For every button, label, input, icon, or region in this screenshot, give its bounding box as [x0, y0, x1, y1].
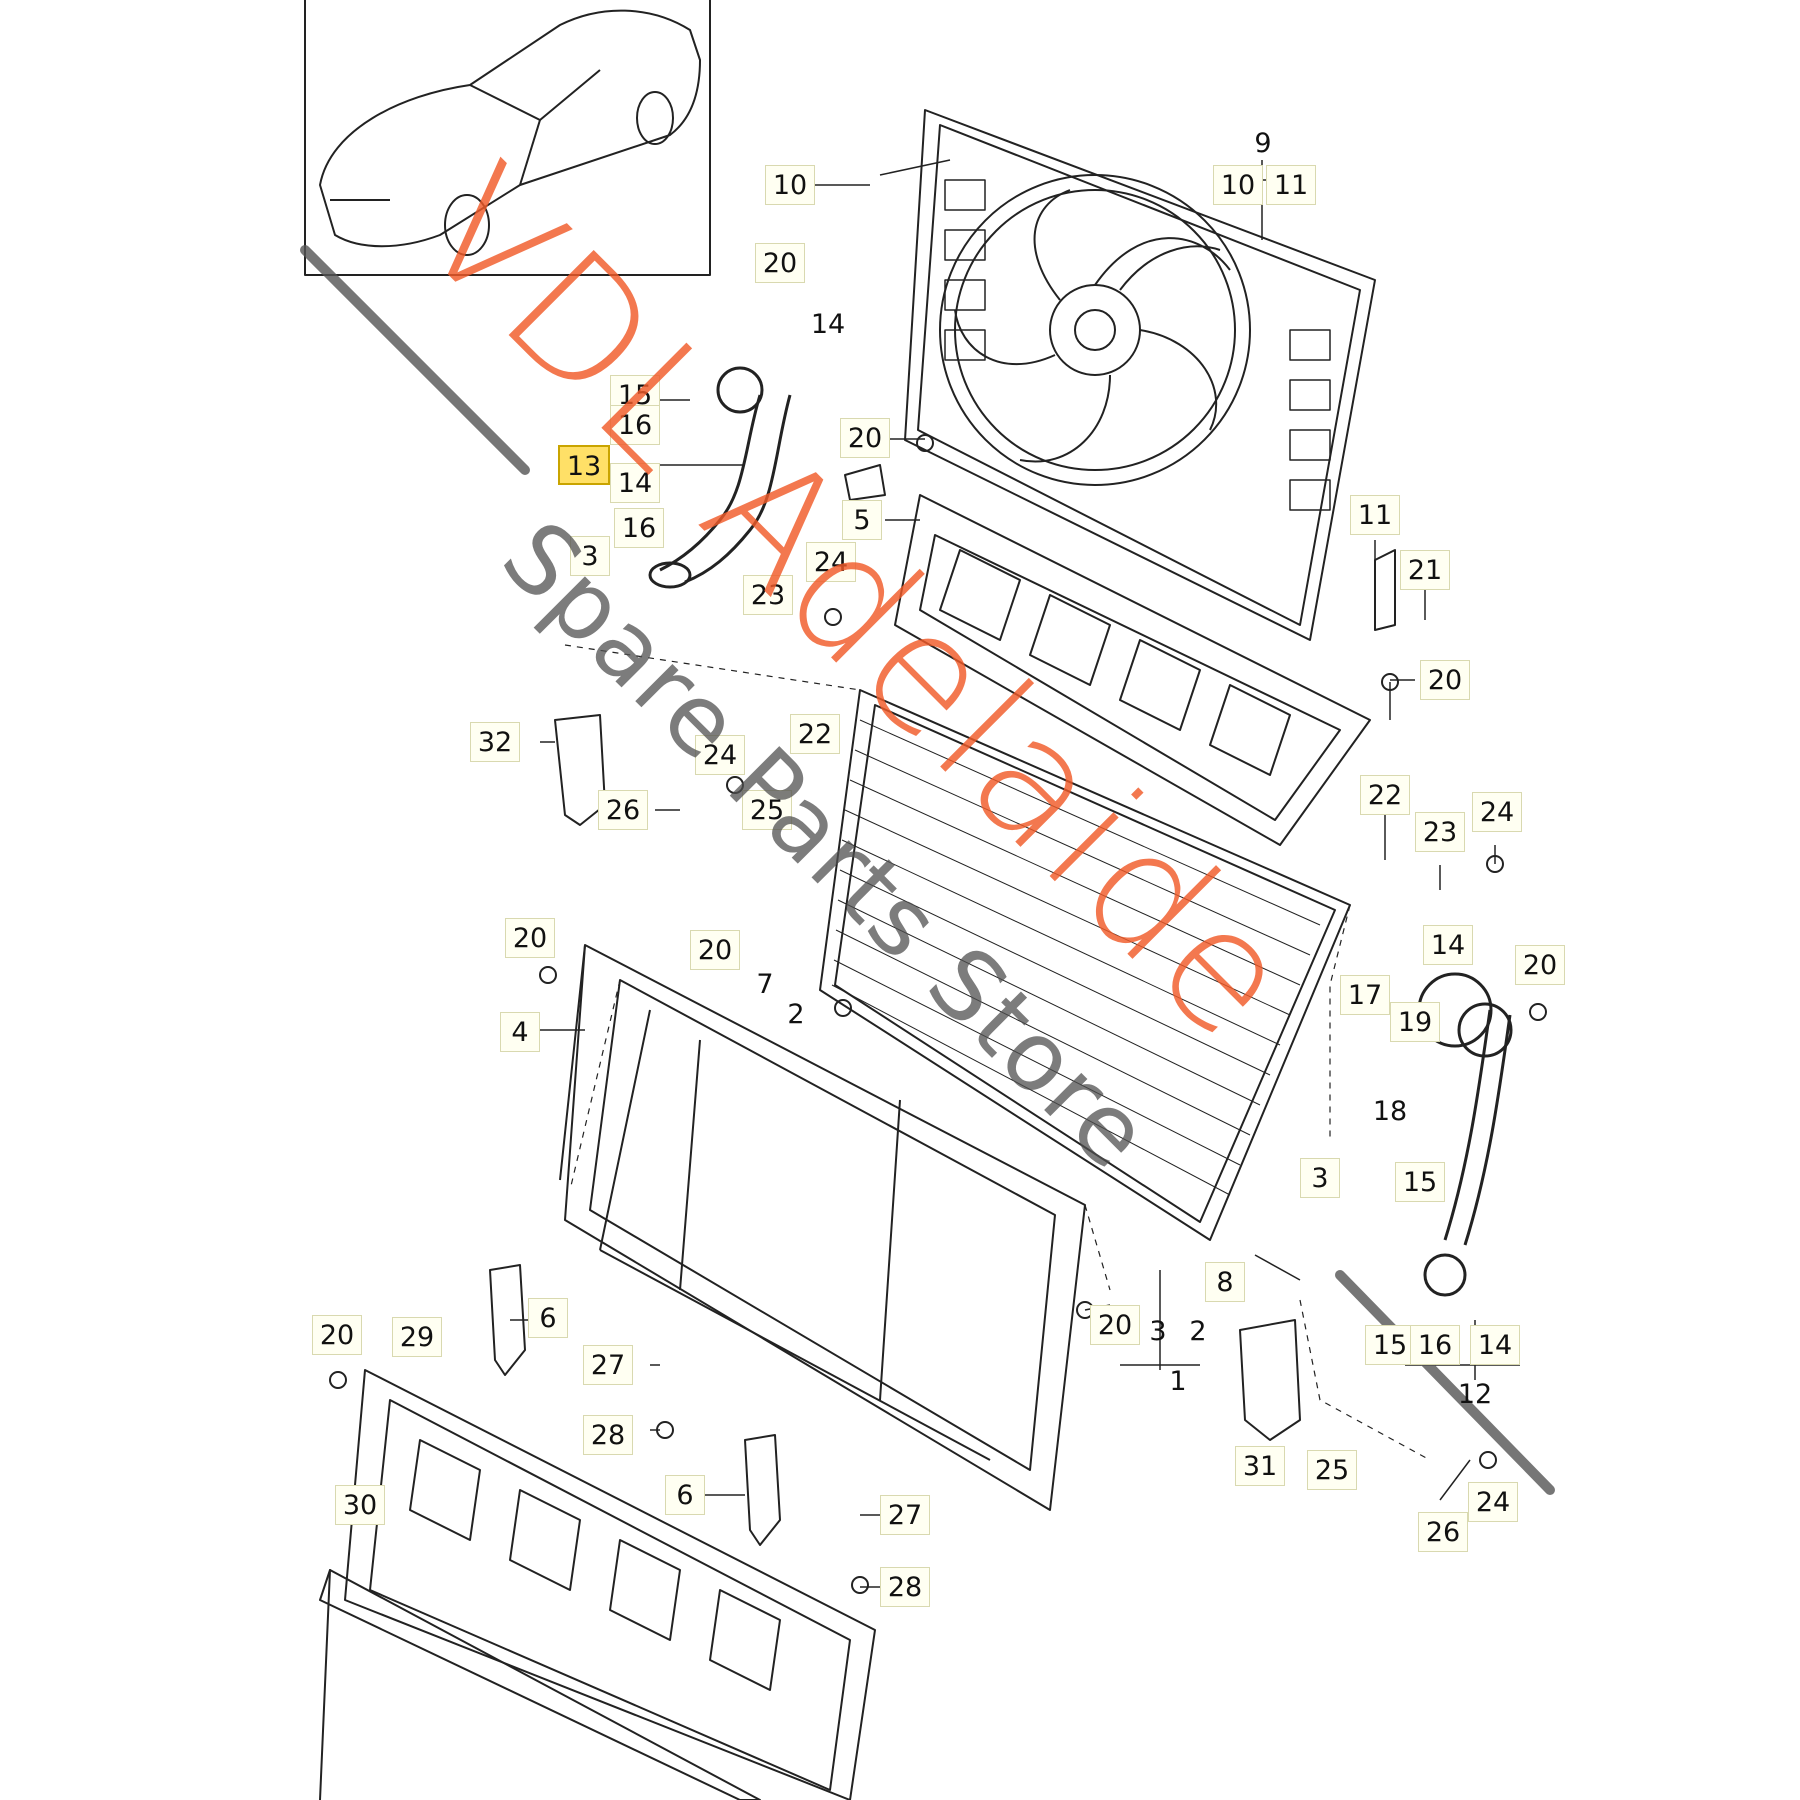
- callout-20[interactable]: 20: [1090, 1305, 1140, 1345]
- callout-6[interactable]: 6: [528, 1298, 568, 1338]
- callout-16[interactable]: 16: [610, 405, 660, 445]
- auxiliary-cooler: [319, 1569, 761, 1800]
- callout-24[interactable]: 24: [695, 735, 745, 775]
- callout-15[interactable]: 15: [1395, 1162, 1445, 1202]
- callout-14[interactable]: 14: [810, 309, 846, 340]
- callout-32[interactable]: 32: [470, 722, 520, 762]
- callout-14[interactable]: 14: [1423, 925, 1473, 965]
- callout-17[interactable]: 17: [1340, 975, 1390, 1015]
- callout-21[interactable]: 21: [1400, 550, 1450, 590]
- callout-24[interactable]: 24: [1472, 792, 1522, 832]
- callout-25[interactable]: 25: [742, 790, 792, 830]
- callout-28[interactable]: 28: [880, 1567, 930, 1607]
- callout-12[interactable]: 12: [1457, 1379, 1493, 1410]
- callout-26[interactable]: 26: [1418, 1512, 1468, 1552]
- callout-23[interactable]: 23: [743, 575, 793, 615]
- callout-28[interactable]: 28: [583, 1415, 633, 1455]
- air-guide: [894, 494, 1371, 846]
- callout-11[interactable]: 11: [1350, 495, 1400, 535]
- callout-24[interactable]: 24: [806, 542, 856, 582]
- callout-15[interactable]: 15: [1365, 1325, 1415, 1365]
- callout-4[interactable]: 4: [500, 1012, 540, 1052]
- callout-22[interactable]: 22: [790, 714, 840, 754]
- callout-20[interactable]: 20: [755, 243, 805, 283]
- callout-11[interactable]: 11: [1266, 165, 1316, 205]
- callout-30[interactable]: 30: [335, 1485, 385, 1525]
- callout-20[interactable]: 20: [690, 930, 740, 970]
- callout-10[interactable]: 10: [1213, 165, 1263, 205]
- callout-16[interactable]: 16: [614, 508, 664, 548]
- callout-20[interactable]: 20: [1420, 660, 1470, 700]
- callout-23[interactable]: 23: [1415, 812, 1465, 852]
- callout-25[interactable]: 25: [1307, 1450, 1357, 1490]
- callout-9[interactable]: 9: [1254, 128, 1272, 159]
- vehicle-thumbnail: [304, 0, 711, 276]
- watermark-slashes: [300, 245, 1555, 1495]
- callout-3[interactable]: 3: [570, 536, 610, 576]
- callout-1[interactable]: 1: [1169, 1366, 1187, 1397]
- upper-coolant-hose: [648, 366, 792, 589]
- callout-8[interactable]: 8: [1205, 1262, 1245, 1302]
- callout-24[interactable]: 24: [1468, 1482, 1518, 1522]
- fan-shroud: [904, 109, 1376, 641]
- callout-7[interactable]: 7: [756, 969, 774, 1000]
- callout-5[interactable]: 5: [842, 500, 882, 540]
- callout-29[interactable]: 29: [392, 1317, 442, 1357]
- callout-26[interactable]: 26: [598, 790, 648, 830]
- assembly-lines: [564, 644, 1431, 1461]
- carrier-frame: [559, 944, 1086, 1511]
- radiator: [819, 689, 1351, 1241]
- callout-10[interactable]: 10: [765, 165, 815, 205]
- callout-3[interactable]: 3: [1149, 1316, 1167, 1347]
- leader-lines: [510, 159, 1520, 1588]
- callout-31[interactable]: 31: [1235, 1446, 1285, 1486]
- callout-6[interactable]: 6: [665, 1475, 705, 1515]
- callout-20[interactable]: 20: [1515, 945, 1565, 985]
- callout-20[interactable]: 20: [840, 418, 890, 458]
- callout-2[interactable]: 2: [787, 999, 805, 1030]
- callout-13-highlighted[interactable]: 13: [558, 445, 610, 485]
- callout-20[interactable]: 20: [312, 1315, 362, 1355]
- callout-20[interactable]: 20: [505, 918, 555, 958]
- callout-14[interactable]: 14: [610, 463, 660, 503]
- callout-27[interactable]: 27: [583, 1345, 633, 1385]
- callout-22[interactable]: 22: [1360, 775, 1410, 815]
- callout-19[interactable]: 19: [1390, 1002, 1440, 1042]
- callout-3[interactable]: 3: [1300, 1158, 1340, 1198]
- callout-14[interactable]: 14: [1470, 1325, 1520, 1365]
- callout-18[interactable]: 18: [1372, 1096, 1408, 1127]
- callout-27[interactable]: 27: [880, 1495, 930, 1535]
- callout-2[interactable]: 2: [1189, 1316, 1207, 1347]
- callout-16[interactable]: 16: [1410, 1325, 1460, 1365]
- small-parts: [489, 464, 1396, 1546]
